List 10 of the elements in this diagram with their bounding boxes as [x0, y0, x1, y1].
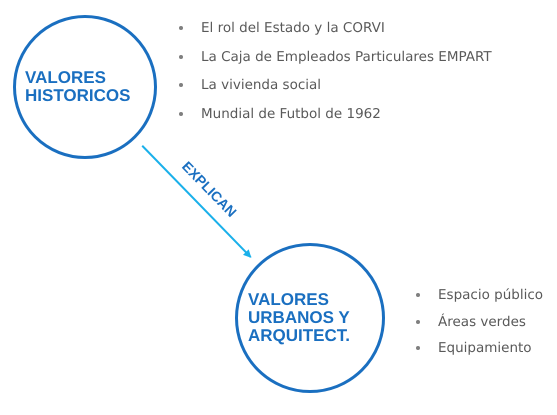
bullet-item: Espacio público [415, 282, 544, 308]
node-label: VALORES URBANOS Y ARQUITECT. [248, 291, 351, 345]
bullet-item: La Caja de Empleados Particulares EMPART [178, 42, 492, 71]
bullet-item: Equipamiento [415, 335, 544, 362]
bullet-item: La vivienda social [178, 71, 492, 100]
arrow [142, 145, 252, 258]
node-label: VALORES HISTORICOS [25, 69, 132, 105]
bullet-item: Mundial de Futbol de 1962 [178, 100, 492, 128]
bullet-item: El rol del Estado y la CORVI [178, 14, 492, 42]
bullet-item: Áreas verdes [415, 308, 544, 335]
